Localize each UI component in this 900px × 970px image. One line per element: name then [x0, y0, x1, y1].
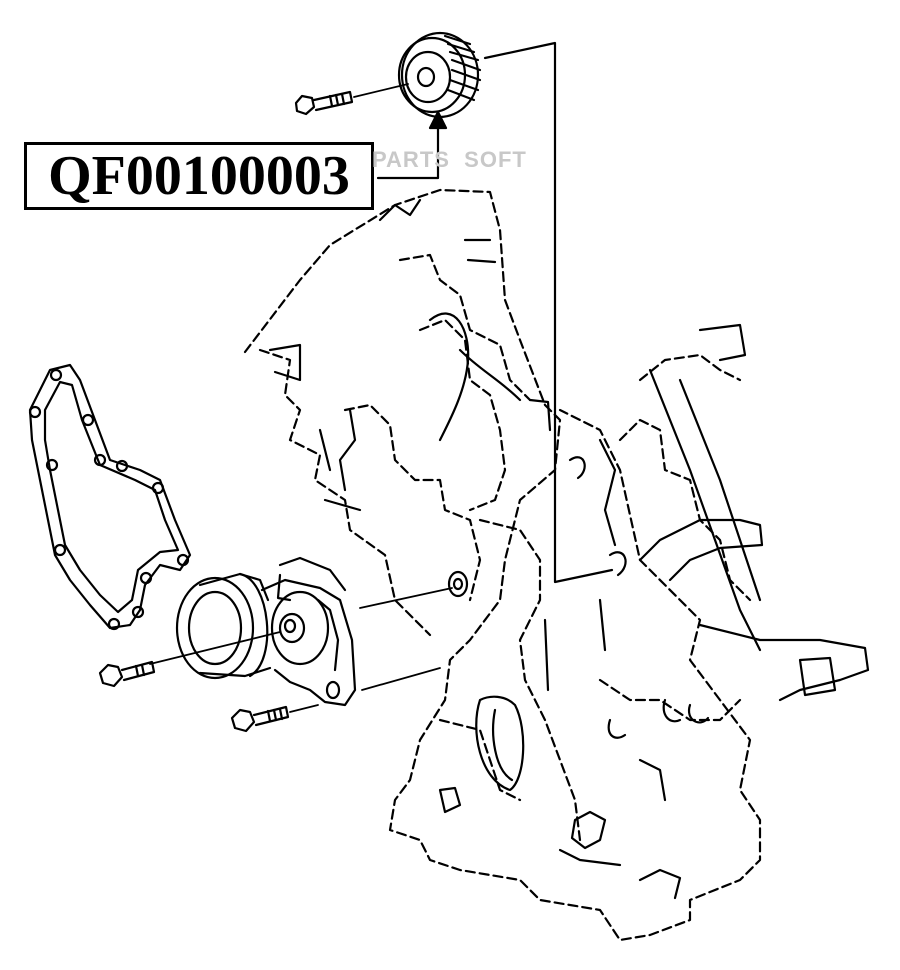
belt-tensioner [149, 556, 469, 707]
tensioner-bolt-lower [230, 704, 319, 733]
cover-details [268, 198, 870, 900]
timing-cover [243, 188, 762, 942]
tensioner-bolt-upper [98, 660, 156, 688]
label-arrow [376, 110, 448, 180]
idler-pulley [397, 31, 482, 119]
watermark-text: PARTS SOFT [372, 147, 527, 172]
idler-bolt [294, 83, 409, 116]
part-number-label: QF00100003 [24, 142, 374, 210]
leader-line [483, 41, 614, 584]
water-pump-gasket [28, 363, 192, 631]
